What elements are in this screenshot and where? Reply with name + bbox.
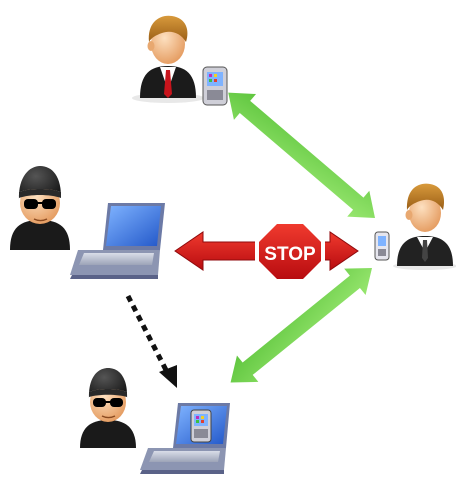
receiver-pda-icon (375, 232, 389, 260)
allowed-arrow-to-sender (217, 80, 386, 231)
intercept-arrow (128, 296, 177, 388)
stop-sign-label: STOP (264, 244, 316, 265)
attacker-copy-person (80, 368, 136, 448)
attacker-person (10, 166, 70, 250)
sender-person (132, 16, 204, 103)
attacker-copy-laptop-icon (140, 403, 230, 474)
receiver-person (393, 184, 456, 270)
sender-pda-icon (203, 67, 227, 105)
stop-sign: STOP (255, 220, 325, 283)
attacker-laptop-icon (70, 203, 165, 279)
attacker-copy-pda-icon (191, 410, 211, 442)
